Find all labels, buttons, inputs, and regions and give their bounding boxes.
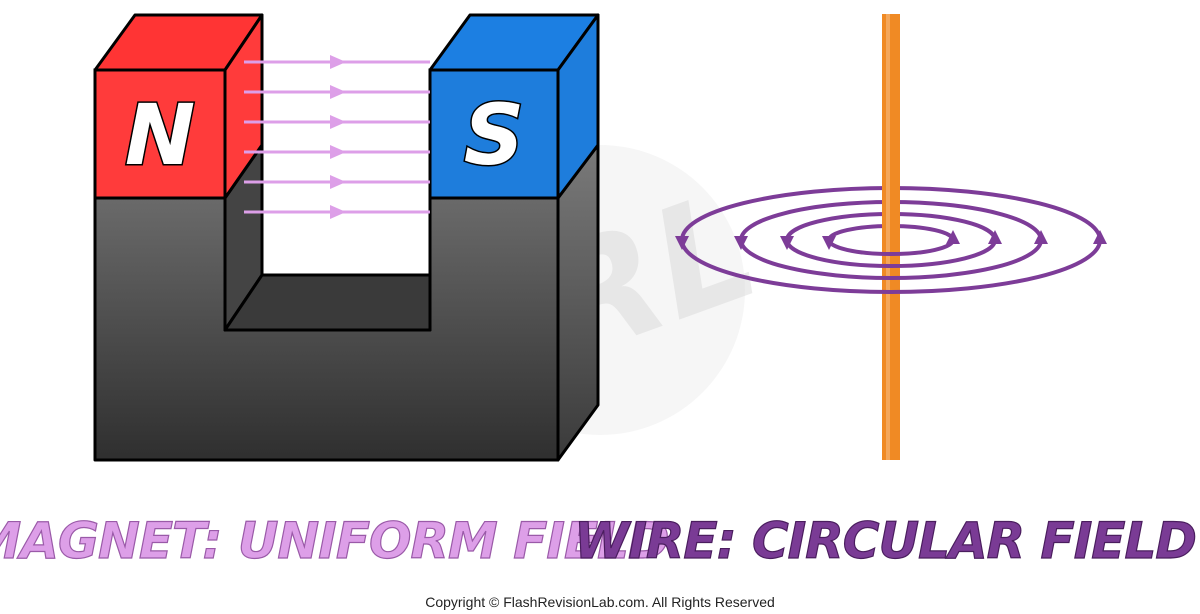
wire-field-loops-front: [675, 230, 1107, 294]
wire-field-arrow: [822, 236, 836, 250]
wire-field-arrow: [1034, 230, 1048, 244]
wire-field-loop-front-half: [827, 239, 955, 256]
wire-field-loop-front-half: [680, 239, 1102, 294]
field-arrow: [330, 85, 346, 99]
wire-rod: [882, 14, 900, 460]
magnet-field-lines: [244, 55, 430, 219]
wire-field-arrow: [1093, 230, 1107, 244]
field-arrow: [330, 115, 346, 129]
wire-field-arrow: [734, 236, 748, 250]
wire-field-arrow: [780, 236, 794, 250]
field-arrow: [330, 145, 346, 159]
field-arrow: [330, 55, 346, 69]
field-arrow: [330, 175, 346, 189]
field-arrow: [330, 205, 346, 219]
wire-caption: WIRE: CIRCULAR FIELD: [574, 512, 1196, 570]
wire-field-arrow: [675, 236, 689, 250]
north-pole-front: [93, 68, 227, 200]
wire-field-loop-front-half: [785, 239, 997, 268]
wire-rod-highlight: [886, 14, 890, 460]
north-pole-label: N: [125, 86, 195, 184]
copyright-notice: Copyright © FlashRevisionLab.com. All Ri…: [425, 594, 775, 610]
wire-field-arrow: [946, 230, 960, 244]
current-wire-diagram: [675, 14, 1107, 460]
south-pole-label: S: [464, 86, 525, 184]
wire-field-loop-front-half: [739, 239, 1043, 280]
magnet-caption: MAGNET: UNIFORM FIELD: [0, 512, 668, 570]
horseshoe-magnet: N S: [93, 13, 600, 462]
south-pole-front: [428, 68, 560, 200]
magnet-inner-floor: [223, 273, 432, 332]
wire-field-arrow: [988, 230, 1002, 244]
